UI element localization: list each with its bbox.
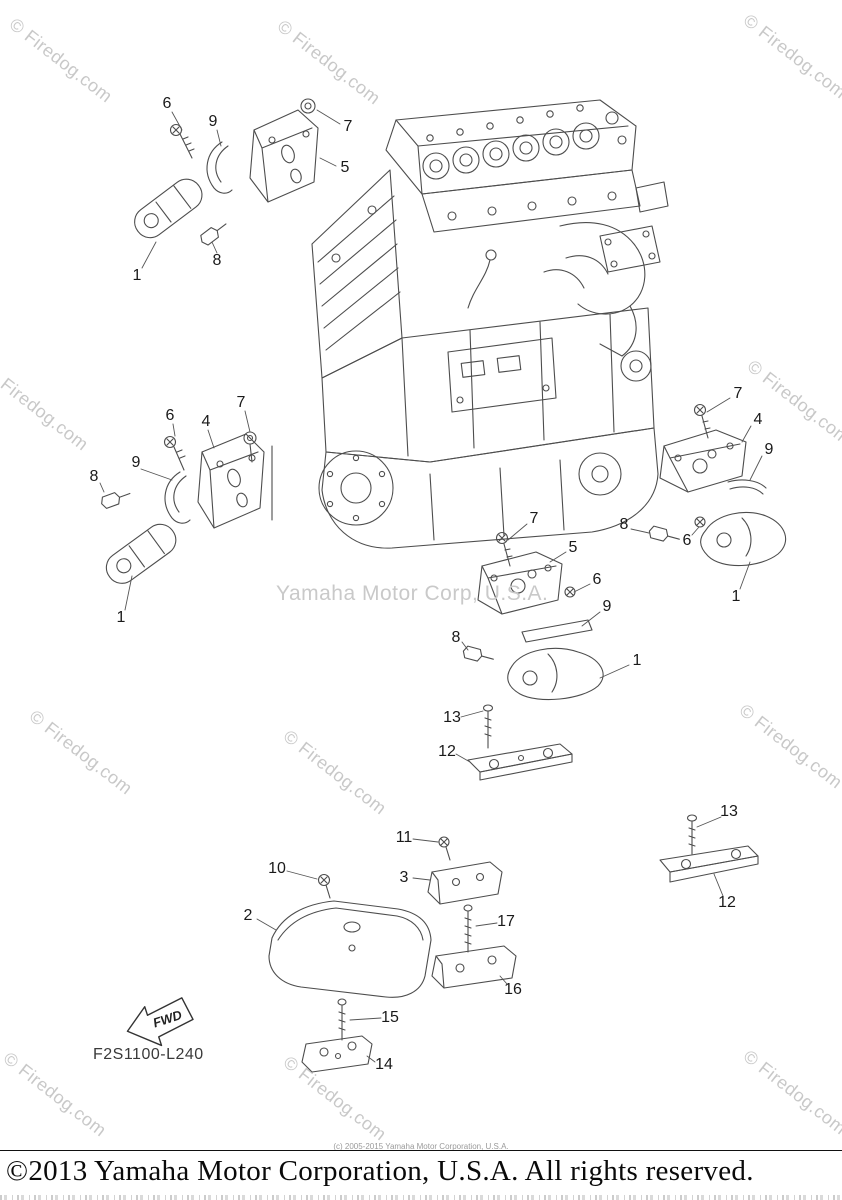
watermark-yamaha: Yamaha Motor Corp, U.S.A. [276, 582, 549, 605]
callout-7: 7 [733, 385, 743, 402]
fwd-arrow: FWD [126, 997, 194, 1047]
clipped-text-strip [0, 1195, 842, 1200]
callout-1: 1 [116, 609, 126, 626]
callout-15: 15 [381, 1009, 399, 1026]
callout-8: 8 [619, 516, 629, 533]
engine-illustration [311, 99, 669, 549]
callout-13: 13 [720, 803, 738, 820]
callout-1: 1 [632, 652, 642, 669]
callout-5: 5 [340, 159, 350, 176]
callout-1: 1 [731, 588, 741, 605]
mount-assembly-right [648, 403, 787, 567]
callout-6: 6 [165, 407, 175, 424]
callout-3: 3 [399, 869, 409, 886]
callout-1: 1 [132, 267, 142, 284]
callout-5: 5 [568, 539, 578, 556]
callout-14: 14 [375, 1056, 393, 1073]
callout-9: 9 [764, 441, 774, 458]
callout-11: 11 [395, 829, 413, 846]
callout-16: 16 [504, 981, 522, 998]
callout-10: 10 [268, 860, 286, 877]
callout-13: 13 [443, 709, 461, 726]
callout-7: 7 [236, 394, 246, 411]
callout-12: 12 [718, 894, 736, 911]
callout-6: 6 [592, 571, 602, 588]
footer-divider [0, 1150, 842, 1151]
callout-6: 6 [162, 95, 172, 112]
mount-assembly-top-left [134, 98, 319, 246]
footer-copyright: ©2013 Yamaha Motor Corporation, U.S.A. A… [6, 1155, 754, 1187]
callout-7: 7 [343, 118, 353, 135]
callout-9: 9 [208, 113, 218, 130]
callout-12: 12 [438, 743, 456, 760]
leader-lines [99, 109, 763, 1063]
mount-assembly-mid-left [101, 431, 273, 584]
callout-8: 8 [451, 629, 461, 646]
callout-17: 17 [497, 913, 515, 930]
callout-4: 4 [201, 413, 211, 430]
callout-8: 8 [212, 252, 222, 269]
footer-small-print: (c) 2005-2015 Yamaha Motor Corporation, … [333, 1142, 509, 1151]
callout-2: 2 [243, 907, 253, 924]
diagram-code: F2S1100-L240 [93, 1046, 204, 1063]
callout-7: 7 [529, 510, 539, 527]
lower-parts [268, 704, 759, 1073]
callout-8: 8 [89, 468, 99, 485]
mount-assembly-bottom-center [462, 531, 604, 701]
callout-4: 4 [753, 411, 763, 428]
callout-9: 9 [131, 454, 141, 471]
callout-9: 9 [602, 598, 612, 615]
callout-6: 6 [682, 532, 692, 549]
